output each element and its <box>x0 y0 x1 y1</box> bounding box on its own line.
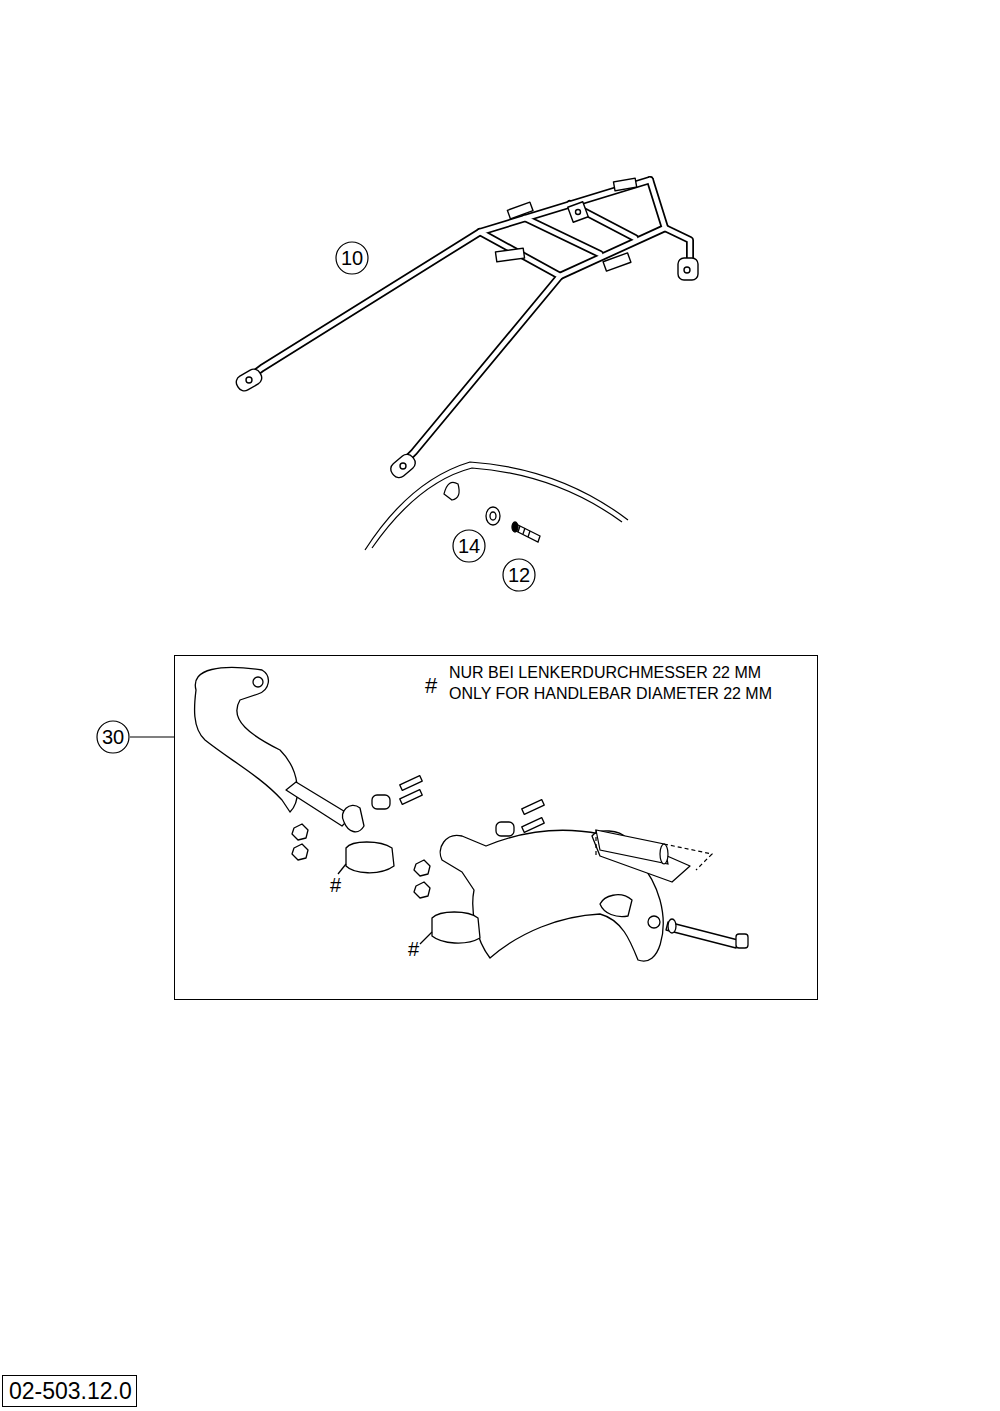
rear-fender-part <box>365 462 628 550</box>
luggage-rack-part-part <box>246 180 650 380</box>
right-handguard-part <box>414 860 430 876</box>
note-mark: # <box>330 874 341 896</box>
washer-and-bolt-part <box>523 528 525 534</box>
inset-frame: # NUR BEI LENKERDURCHMESSER 22 MM ONLY FOR… <box>174 655 818 1000</box>
left-handguard <box>195 667 423 874</box>
right-handguard-part <box>496 822 514 836</box>
handlebar-end-part <box>664 844 712 870</box>
luggage-rack-part-part <box>246 377 252 383</box>
callout-number: 30 <box>102 726 124 748</box>
washer-and-bolt-part <box>528 531 530 537</box>
luggage-rack-part-part <box>603 253 631 271</box>
right-handguard <box>414 800 748 961</box>
callout-circle <box>97 721 129 753</box>
luggage-rack-part-part <box>234 367 265 394</box>
callout-number: 14 <box>458 535 480 557</box>
note-mark: # <box>408 938 419 960</box>
luggage-rack-part <box>246 180 690 466</box>
callout-number: 14 <box>452 529 486 563</box>
luggage-rack-part-part <box>568 202 589 223</box>
left-handguard-part <box>286 782 352 826</box>
luggage-rack-part-part <box>388 452 418 481</box>
right-handguard-part <box>522 818 544 833</box>
luggage-rack-part-part <box>507 202 533 219</box>
rear-fender-part <box>372 468 622 548</box>
callout-circle <box>453 530 485 562</box>
handlebar-end <box>596 830 712 870</box>
luggage-rack-part-part <box>480 232 560 276</box>
left-handguard-part <box>253 677 263 687</box>
luggage-rack-part-part <box>400 180 665 466</box>
washer-and-bolt-part <box>490 512 496 520</box>
callout-number: 30 <box>96 720 130 754</box>
rear-fender <box>365 462 628 550</box>
callout-circle <box>336 242 368 274</box>
luggage-rack <box>234 178 698 480</box>
right-handguard-part <box>666 922 738 948</box>
left-handguard-part <box>400 790 422 805</box>
luggage-rack-part-part <box>400 180 665 466</box>
luggage-rack-part-part <box>246 180 650 380</box>
right-handguard-part <box>432 912 480 943</box>
washer-and-bolt-part <box>512 522 518 532</box>
callout-circle <box>503 559 535 591</box>
handlebar-end-part <box>596 830 668 864</box>
note-text: ONLY FOR HANDLEBAR DIAMETER 22 MM <box>449 685 772 703</box>
right-handguard-part <box>414 882 430 898</box>
left-handguard-part <box>400 776 422 791</box>
handlebar-end-part <box>595 830 596 858</box>
right-handguard-part <box>600 895 632 917</box>
right-handguard-part <box>592 831 690 882</box>
left-handguard-part <box>372 795 390 809</box>
handlebar-end-part <box>660 844 668 864</box>
callout-number: 12 <box>508 564 530 586</box>
luggage-rack-part-part <box>525 218 600 254</box>
drawing-number: 02-503.12.0 <box>9 1378 132 1404</box>
right-handguard-part <box>648 916 660 928</box>
callout-number: 10 <box>335 241 369 275</box>
luggage-rack-part-part <box>678 258 698 280</box>
left-handguard-part <box>342 805 364 831</box>
luggage-rack-part-part <box>495 248 524 262</box>
luggage-rack-part <box>246 180 690 466</box>
callout-number: 12 <box>502 558 536 592</box>
leader-line <box>130 736 174 737</box>
luggage-rack-part <box>234 178 698 480</box>
luggage-rack-part-part <box>400 463 406 469</box>
rear-fender-part <box>444 482 459 500</box>
luggage-rack-part-part <box>576 210 581 215</box>
left-handguard-part <box>195 667 298 812</box>
luggage-rack-part-part <box>684 267 690 273</box>
left-handguard-part <box>292 844 308 860</box>
luggage-rack-part-part <box>613 178 636 191</box>
washer-and-bolt <box>486 507 540 542</box>
left-handguard-part <box>292 824 308 840</box>
right-handguard-part <box>736 934 748 948</box>
left-handguard-part <box>346 842 394 873</box>
right-handguard-part <box>668 919 676 933</box>
note-text: NUR BEI LENKERDURCHMESSER 22 MM <box>449 664 761 682</box>
luggage-rack-part-part <box>480 232 560 276</box>
note-mark: # <box>425 674 437 698</box>
drawing-number: 02-503.12.0 <box>2 1375 137 1407</box>
left-handguard-part <box>338 864 346 874</box>
right-handguard-part <box>420 932 432 944</box>
luggage-rack-part-part <box>525 218 600 254</box>
callout-number: 10 <box>341 247 363 269</box>
washer-and-bolt-part <box>486 507 500 525</box>
right-handguard-part <box>522 800 544 815</box>
